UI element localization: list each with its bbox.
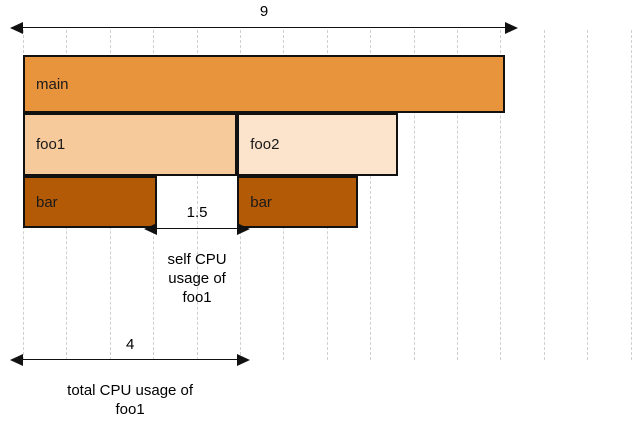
gridline [370, 30, 372, 360]
gridline [630, 30, 632, 360]
flame-frame-label: main [36, 75, 69, 93]
flame-frame-foo1[interactable]: foo1 [23, 113, 238, 176]
gridline [543, 30, 545, 360]
caption-line: usage of [168, 270, 226, 287]
arrowhead-left-icon [10, 354, 23, 366]
caption-total-cpu-usage-of-foo1: total CPU usage of foo1 [3, 381, 257, 419]
caption-line: total CPU usage of [67, 382, 194, 399]
flame-frame-bar2[interactable]: bar [237, 176, 358, 228]
caption-self-cpu-usage-of-foo1: self CPU usage of foo1 [117, 250, 277, 307]
flame-frame-bar1[interactable]: bar [23, 176, 157, 228]
arrowhead-left-icon [10, 22, 23, 34]
flame-frame-label: bar [250, 193, 272, 211]
flame-frame-foo2[interactable]: foo2 [237, 113, 398, 176]
caption-line: foo1 [182, 289, 212, 306]
measure-total-width [10, 22, 519, 34]
flame-frame-label: foo1 [36, 136, 66, 153]
gridline [413, 30, 415, 360]
flame-frame-label: foo2 [250, 136, 280, 153]
flame-frame-main[interactable]: main [23, 55, 506, 113]
measure-value-self-cpu: 1.5 [186, 204, 208, 221]
arrowhead-right-icon [237, 223, 251, 235]
measure-value-total-cpu: 4 [125, 336, 135, 353]
caption-line: self CPU [167, 251, 227, 268]
gridline [587, 30, 589, 360]
gridline [500, 30, 502, 360]
measure-self-cpu-foo1 [143, 223, 251, 235]
caption-line: foo1 [115, 401, 145, 418]
arrowhead-left-icon [143, 223, 157, 235]
gridline [196, 30, 198, 360]
measure-total-cpu-foo1 [10, 354, 251, 366]
gridline [457, 30, 458, 360]
measure-value-total-width: 9 [259, 3, 269, 20]
arrowhead-right-icon [237, 354, 251, 366]
flame-frame-label: bar [36, 193, 58, 211]
arrowhead-right-icon [505, 22, 519, 34]
